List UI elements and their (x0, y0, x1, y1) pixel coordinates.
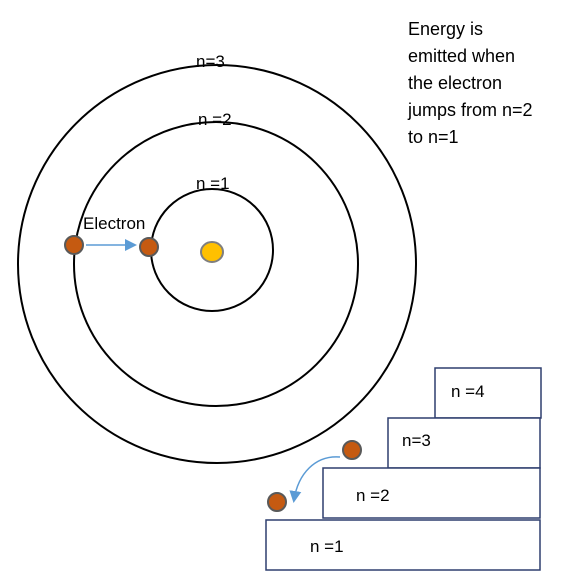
orbit-label-n3: n=3 (196, 52, 225, 71)
note-line-5: to n=1 (408, 127, 459, 147)
energy-level-label-n3: n=3 (402, 431, 431, 450)
transition-curve-arrow (289, 456, 341, 503)
note-line-1: Energy is (408, 19, 483, 39)
orbit-n3 (17, 64, 417, 464)
electron-level-n1 (267, 492, 287, 512)
note-line-4: jumps from n=2 (407, 100, 533, 120)
energy-level-box-n3 (387, 417, 541, 469)
orbit-label-n2: n =2 (198, 110, 232, 129)
energy-level-label-n4: n =4 (451, 382, 485, 401)
energy-level-staircase: n =4 n=3 n =2 n =1 (265, 367, 542, 571)
electron-inner (139, 237, 159, 257)
energy-level-label-n1: n =1 (310, 537, 344, 556)
electron-outer (64, 235, 84, 255)
energy-level-box-n4 (434, 367, 542, 419)
orbit-n2 (73, 121, 359, 407)
energy-note: Energy is emitted when the electron jump… (407, 19, 533, 147)
note-line-3: the electron (408, 73, 502, 93)
note-line-2: emitted when (408, 46, 515, 66)
nucleus (200, 241, 224, 263)
electron-level-n3 (342, 440, 362, 460)
electron-label: Electron (83, 214, 145, 233)
energy-level-label-n2: n =2 (356, 486, 390, 505)
orbit-label-n1: n =1 (196, 174, 230, 193)
energy-level-box-n2 (322, 467, 541, 519)
energy-level-box-n1 (265, 519, 541, 571)
